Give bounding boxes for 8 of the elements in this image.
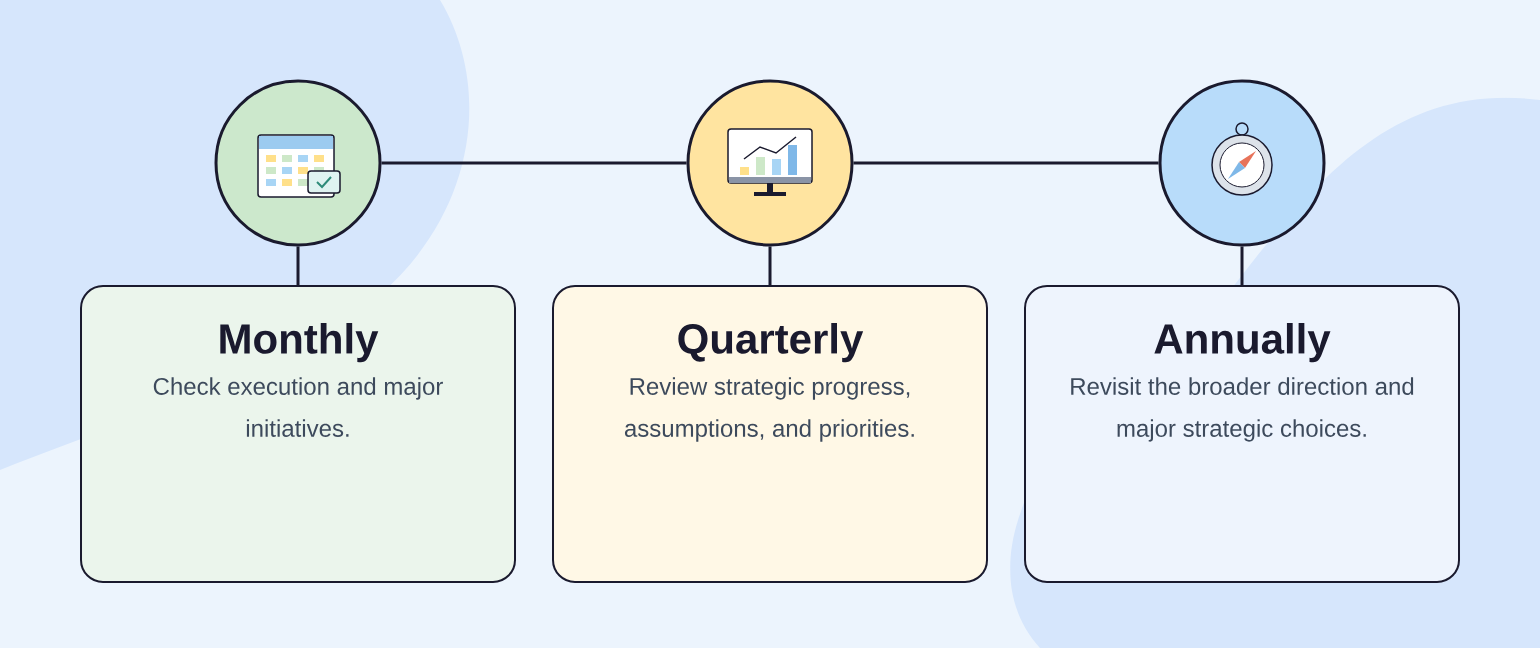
connector-line (768, 246, 772, 285)
connector-line (1240, 246, 1244, 285)
connector-line (296, 246, 300, 285)
card: Annually Revisit the broader direction and major strategic choices. (1024, 285, 1460, 583)
connector-line (853, 161, 1159, 165)
card: Quarterly Review strategic progress, assumptions, and priorities. (552, 285, 988, 583)
connector-line (381, 161, 687, 165)
card: Monthly Check execution and major initiatives. (80, 285, 516, 583)
